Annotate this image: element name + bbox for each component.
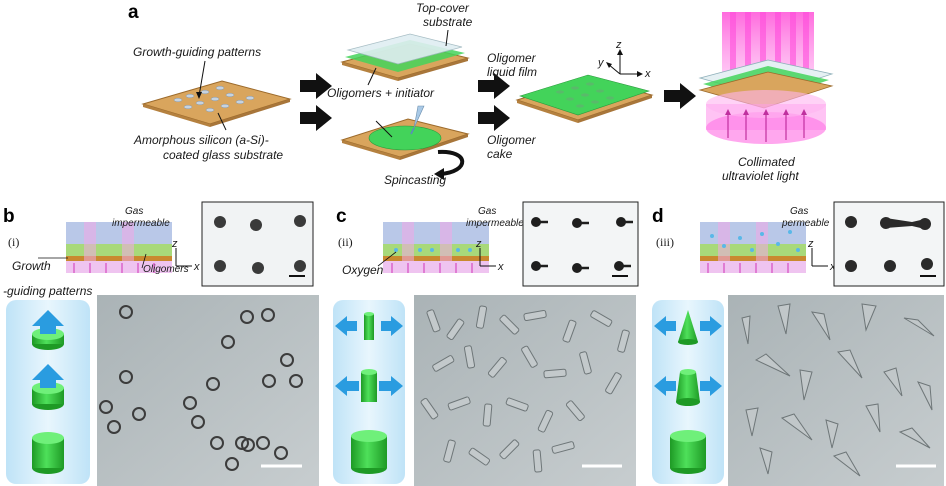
b-layer-schematic <box>66 222 172 273</box>
panel-label-a: a <box>128 2 139 23</box>
asi-label-line1: Amorphous silicon (a-Si)- <box>133 133 269 147</box>
cake-label-line1: Oligomer <box>487 133 537 147</box>
axis-z-label: z <box>615 39 622 51</box>
collimated-label-line2: ultraviolet light <box>722 169 799 183</box>
asi-label-line2: coated glass substrate <box>163 148 283 162</box>
uv-exposure-illustration <box>698 12 834 144</box>
cake-label-line2: cake <box>487 147 513 161</box>
d-xz-axes <box>811 248 828 267</box>
d-axis-x: x <box>829 261 836 273</box>
d-micrograph <box>728 295 944 486</box>
d-gas-label-line1: Gas <box>790 206 808 217</box>
c-numeral: (ii) <box>338 235 353 249</box>
oligomers-initiator-label: Oligomers + initiator <box>327 86 435 100</box>
c-xz-axes <box>479 248 496 267</box>
c-gas-label-line1: Gas <box>478 206 496 217</box>
liquid-film-plate <box>515 74 654 123</box>
b-oligomers-label: Oligomers <box>143 264 189 275</box>
d-layer-schematic <box>700 222 806 273</box>
b-micrograph <box>97 295 319 486</box>
c-growth-shapes-panel <box>333 300 405 484</box>
liquid-film-label-line2: liquid film <box>487 65 537 79</box>
top-cover-label-line2: substrate <box>423 15 473 29</box>
arrow-right-icon <box>478 105 510 131</box>
xyz-axes <box>607 52 640 75</box>
top-cover-label-line1: Top-cover <box>416 1 470 15</box>
b-inset-micrograph <box>201 201 314 287</box>
b-axis-x: x <box>193 261 200 273</box>
b-axis-z: z <box>171 238 178 250</box>
b-gas-label-line2: impermeable <box>112 218 170 229</box>
axis-y-label: y <box>597 57 605 69</box>
rotation-arrow-icon <box>434 168 444 180</box>
c-gas-label-line2: impermeable <box>466 218 524 229</box>
b-gas-label-line1: Gas <box>125 206 143 217</box>
c-layer-schematic <box>383 222 489 273</box>
spincasting-label: Spincasting <box>384 173 446 187</box>
arrow-right-icon <box>664 83 696 109</box>
axis-x-label: x <box>644 68 651 80</box>
b-numeral: (i) <box>8 235 19 249</box>
panel-label-d: d <box>652 206 664 227</box>
d-numeral: (iii) <box>656 235 674 249</box>
c-axis-z: z <box>475 238 482 250</box>
c-micrograph <box>414 295 636 486</box>
arrow-right-icon <box>300 73 332 99</box>
collimated-label-line1: Collimated <box>738 155 795 169</box>
c-inset-micrograph <box>522 201 639 287</box>
d-growth-shapes-panel <box>652 300 724 484</box>
asi-substrate-plate <box>141 80 292 127</box>
b-growth-shapes-panel <box>6 300 90 484</box>
d-gas-label-line2: permeable <box>781 218 830 229</box>
arrow-right-icon <box>478 73 510 99</box>
d-inset-micrograph <box>833 201 945 287</box>
b-growth-label-line1: Growth <box>12 259 51 273</box>
b-growth-label-line2: -guiding patterns <box>3 284 92 298</box>
arrow-right-icon <box>300 105 332 131</box>
growth-guiding-patterns-label: Growth-guiding patterns <box>133 45 261 59</box>
c-oxygen-label: Oxygen <box>342 263 384 277</box>
panel-label-c: c <box>336 206 347 227</box>
liquid-film-label-line1: Oligomer <box>487 51 537 65</box>
top-cover-stack <box>340 33 470 81</box>
d-axis-z: z <box>807 238 814 250</box>
c-axis-x: x <box>497 261 504 273</box>
panel-label-b: b <box>3 206 15 227</box>
b-xz-axes <box>175 248 192 267</box>
